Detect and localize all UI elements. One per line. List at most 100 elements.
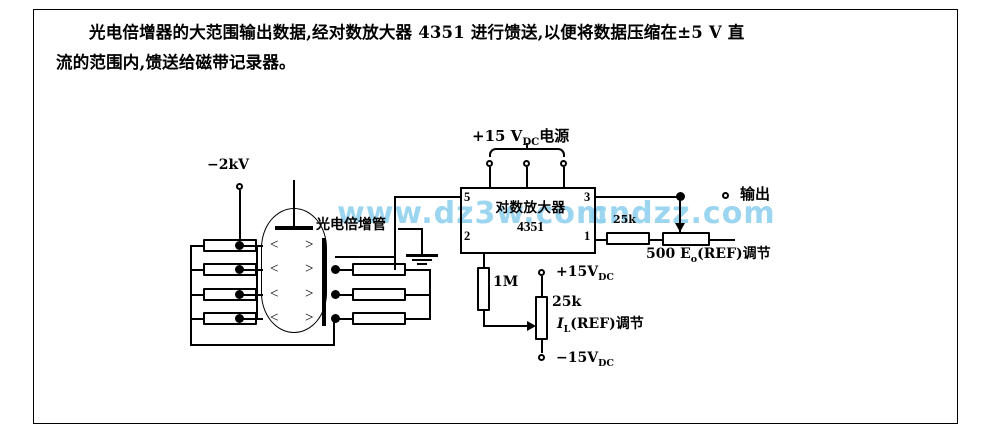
pmt-dynode-right-3: > xyxy=(305,286,314,302)
anode-r3-in xyxy=(335,318,353,320)
minus15v-terminal[interactable] xyxy=(538,354,545,361)
anode-r1-in xyxy=(335,269,353,271)
divider-r4-left-wire xyxy=(190,318,204,320)
supply-label-volts: +15 V xyxy=(472,127,523,145)
divider-bottom-return xyxy=(190,344,335,346)
output-25k-resistor xyxy=(606,232,650,245)
supply-wire-3 xyxy=(563,167,565,188)
supply-label-sub: DC xyxy=(522,136,540,148)
eo-ref-tail: (REF)调节 xyxy=(697,246,771,262)
eo-ref-label: 500 Eo(REF)调节 xyxy=(646,243,771,265)
anode-r2-in xyxy=(335,294,353,296)
plus15v-label: +15VDC xyxy=(556,264,614,283)
supply-terminal-3[interactable] xyxy=(560,160,567,167)
r1m-to-wiper xyxy=(483,325,528,327)
pmt-dynode-right-2: > xyxy=(305,261,314,277)
anode-resistor-3 xyxy=(352,312,406,325)
hv-drop-wire xyxy=(239,190,241,246)
pot-right-wire xyxy=(709,239,735,241)
node4-to-tube xyxy=(239,318,263,320)
minus15v-sub: DC xyxy=(598,357,614,369)
bias-25k-label: 25k xyxy=(552,294,582,310)
output-25k-label: 25k xyxy=(613,213,636,226)
divider-r1-left-wire xyxy=(190,245,204,247)
pmt-dynode-right-4: > xyxy=(305,310,314,326)
resistor-1m xyxy=(477,267,490,311)
ground-symbol xyxy=(406,252,438,265)
ladder-link-1-2 xyxy=(256,245,258,269)
pmt-label: 光电倍增管 xyxy=(316,217,386,233)
ground-stem-v xyxy=(421,228,423,254)
caption-text: 光电倍增器的大范围输出数据,经对数放大器 4351 进行馈送,以便将数据压缩在±… xyxy=(56,18,916,78)
bias-25k-potentiometer[interactable] xyxy=(535,296,548,340)
supply-label-tail: 电源 xyxy=(539,127,570,145)
anode-link-1-2 xyxy=(429,269,431,294)
pmt-anode-bar xyxy=(322,238,326,326)
ic-part-label: 4351 xyxy=(517,219,544,234)
hv-terminal[interactable] xyxy=(236,183,243,190)
pot-bottom-wire xyxy=(541,339,543,353)
resistor-1m-label: 1M xyxy=(493,274,519,290)
anode-r1-out xyxy=(405,269,431,271)
divider-r2-left-wire xyxy=(190,269,204,271)
pmt-dynode-left-1: < xyxy=(270,237,279,253)
output-node-drop xyxy=(679,196,681,232)
ground-stem-h xyxy=(398,228,423,230)
divider-r3-left-wire xyxy=(190,294,204,296)
supply-terminal-2[interactable] xyxy=(523,160,530,167)
ladder-link-2-3 xyxy=(256,269,258,294)
pmt-dynode-right-1: > xyxy=(305,237,314,253)
pmt-dynode-left-3: < xyxy=(270,286,279,302)
plus15v-sub: DC xyxy=(598,271,614,283)
supply-wire-1 xyxy=(489,167,491,188)
anode-return-drop xyxy=(333,318,335,345)
anode-resistor-2 xyxy=(352,288,406,301)
il-ref-sub: L xyxy=(563,323,571,335)
il-ref-tail: (REF)调节 xyxy=(570,316,644,332)
eo-ref-sub: o xyxy=(690,253,698,265)
supply-terminal-1[interactable] xyxy=(486,160,493,167)
supply-wire-2 xyxy=(526,167,528,188)
ic-name-label: 对数放大器 xyxy=(495,200,566,215)
pmt-cathode-stem xyxy=(293,180,295,228)
pin2-drop xyxy=(483,253,485,270)
anode-link-2-3 xyxy=(429,294,431,319)
eo-ref-wiper-arrow xyxy=(675,223,685,232)
plus15v-value: +15V xyxy=(556,264,599,280)
output-terminal[interactable] xyxy=(722,192,729,199)
il-ref-symbol: I xyxy=(557,316,564,332)
r1m-bottom-wire xyxy=(483,310,485,326)
pin-2-label: 2 xyxy=(464,229,471,243)
pin1-out-wire xyxy=(594,239,606,241)
signal-riser xyxy=(394,196,396,270)
log-amplifier-ic[interactable] xyxy=(460,187,596,254)
hv-label: −2kV xyxy=(207,157,250,173)
output-label: 输出 xyxy=(740,185,771,203)
node3-to-tube xyxy=(239,294,263,296)
pin-1-label: 1 xyxy=(584,229,591,243)
divider-left-bus xyxy=(190,247,192,346)
page-border xyxy=(33,9,958,424)
supply-bracket-tick xyxy=(526,143,528,150)
node1-to-tube xyxy=(239,245,263,247)
minus15v-value: −15V xyxy=(556,350,599,366)
node2-to-tube xyxy=(239,269,263,271)
minus15v-label: −15VDC xyxy=(556,350,614,369)
anode-r3-out xyxy=(405,318,431,320)
pin-3-label: 3 xyxy=(584,190,591,204)
signal-to-pin5 xyxy=(394,196,460,198)
plus15v-terminal[interactable] xyxy=(538,269,545,276)
eo-ref-value: 500 E xyxy=(646,246,691,262)
pin3-to-output-rail xyxy=(594,196,684,198)
supply-label: +15 VDC电源 xyxy=(472,125,569,148)
pmt-dynode-left-4: < xyxy=(270,310,279,326)
ladder-link-3-4 xyxy=(256,294,258,318)
anode-r2-out xyxy=(405,294,431,296)
il-ref-label: IL(REF)调节 xyxy=(557,313,644,335)
caption-line-2: 流的范围内,馈送给磁带记录器。 xyxy=(56,53,296,72)
pmt-dynode-left-2: < xyxy=(270,261,279,277)
pin-5-label: 5 xyxy=(464,190,471,204)
bias-wiper-arrow xyxy=(527,321,536,331)
plus15v-wire xyxy=(541,276,543,297)
